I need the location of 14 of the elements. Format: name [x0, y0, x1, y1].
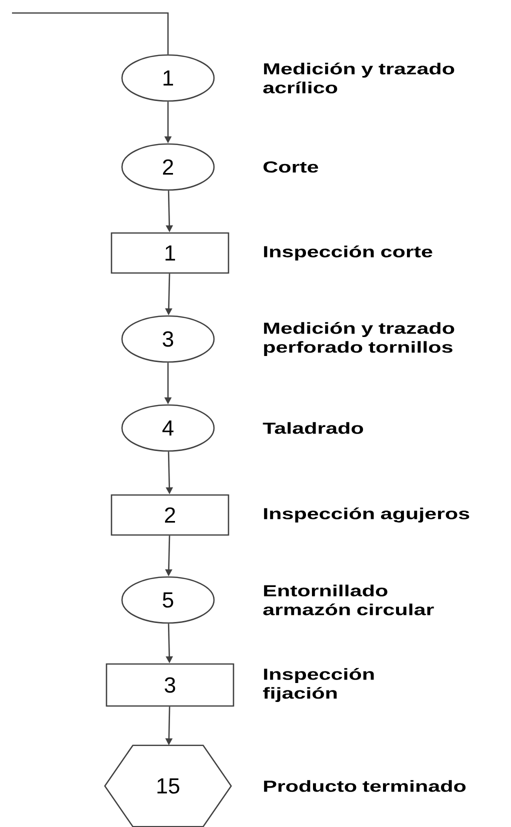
- step-description: Taladrado: [262, 422, 364, 434]
- step-description: Corte: [264, 161, 318, 173]
- step-description: Entornillado armazón circular: [263, 584, 434, 616]
- step-description: Inspección agujeros: [264, 507, 470, 523]
- inspection-box: 2: [110, 494, 230, 536]
- step-description: Producto terminado: [264, 780, 466, 792]
- step-description: Medición y trazado perforado tornillos: [264, 322, 454, 356]
- connector-line: [12, 12, 169, 54]
- inspection-box: 3: [106, 663, 234, 707]
- step-description: Medición y trazado acrílico: [263, 62, 454, 94]
- step-description: Inspección fijación: [263, 668, 374, 702]
- inspection-box: 1: [110, 232, 230, 274]
- step-description: Inspección corte: [264, 246, 432, 260]
- end-hexagon: 15: [104, 744, 232, 827]
